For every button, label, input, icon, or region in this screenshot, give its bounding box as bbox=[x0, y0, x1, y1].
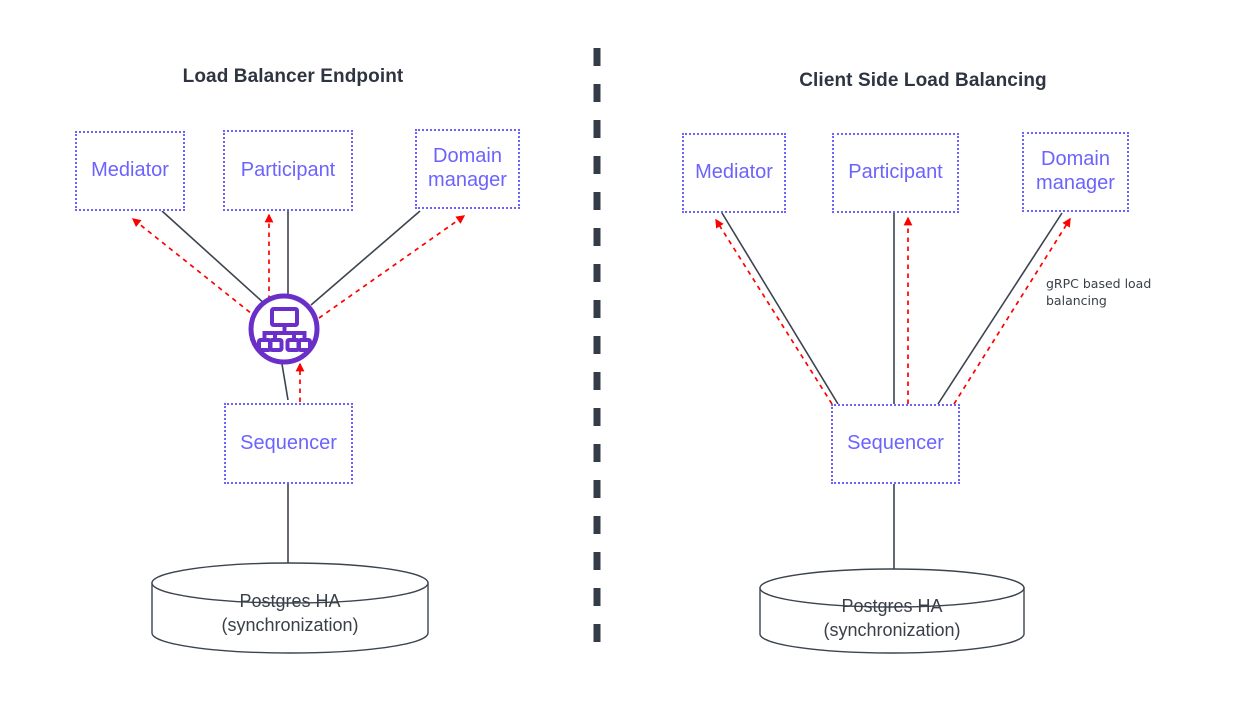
left-node-domain-manager[interactable]: Domain manager bbox=[415, 129, 520, 209]
edge-lb-to-domain-manager bbox=[310, 210, 421, 306]
node-label: Sequencer bbox=[847, 432, 944, 455]
right-database-label: Postgres HA (synchronization) bbox=[823, 596, 961, 641]
right-node-domain-manager[interactable]: Domain manager bbox=[1022, 132, 1129, 212]
node-label: Mediator bbox=[695, 161, 773, 184]
right-node-participant[interactable]: Participant bbox=[832, 133, 959, 213]
node-label: Mediator bbox=[91, 159, 169, 182]
left-node-mediator[interactable]: Mediator bbox=[75, 131, 185, 211]
node-label: Participant bbox=[848, 161, 943, 184]
left-database-label: Postgres HA (synchronization) bbox=[221, 591, 359, 636]
left-node-participant[interactable]: Participant bbox=[223, 130, 353, 211]
node-label: Sequencer bbox=[240, 431, 337, 454]
edge-sequencer-to-domain-manager bbox=[937, 212, 1063, 405]
dotted-lb-to-domain-manager bbox=[318, 215, 466, 319]
right-solid-edges bbox=[721, 212, 1063, 575]
left-database-cylinder bbox=[151, 562, 429, 654]
right-database-cylinder bbox=[759, 568, 1025, 654]
left-panel-title: Load Balancer Endpoint bbox=[182, 66, 404, 87]
left-solid-edges bbox=[161, 210, 421, 570]
right-node-mediator[interactable]: Mediator bbox=[682, 133, 786, 213]
grpc-load-balancing-annotation: gRPC based load balancing bbox=[1046, 276, 1152, 308]
node-label: Domain manager bbox=[1036, 148, 1115, 194]
node-label: Domain manager bbox=[428, 145, 507, 191]
load-balancer-icon[interactable] bbox=[247, 292, 321, 366]
dotted-sequencer-to-domain-manager bbox=[953, 217, 1071, 405]
right-node-sequencer[interactable]: Sequencer bbox=[831, 404, 960, 484]
right-panel-title: Client Side Load Balancing bbox=[799, 70, 1047, 91]
node-label: Participant bbox=[240, 158, 336, 181]
edge-sequencer-to-mediator bbox=[721, 212, 839, 405]
left-node-sequencer[interactable]: Sequencer bbox=[224, 403, 353, 484]
right-dotted-edges bbox=[715, 216, 1071, 405]
dotted-lb-to-mediator bbox=[131, 218, 258, 319]
dotted-sequencer-to-mediator bbox=[715, 218, 833, 405]
edge-lb-to-mediator bbox=[161, 210, 267, 306]
